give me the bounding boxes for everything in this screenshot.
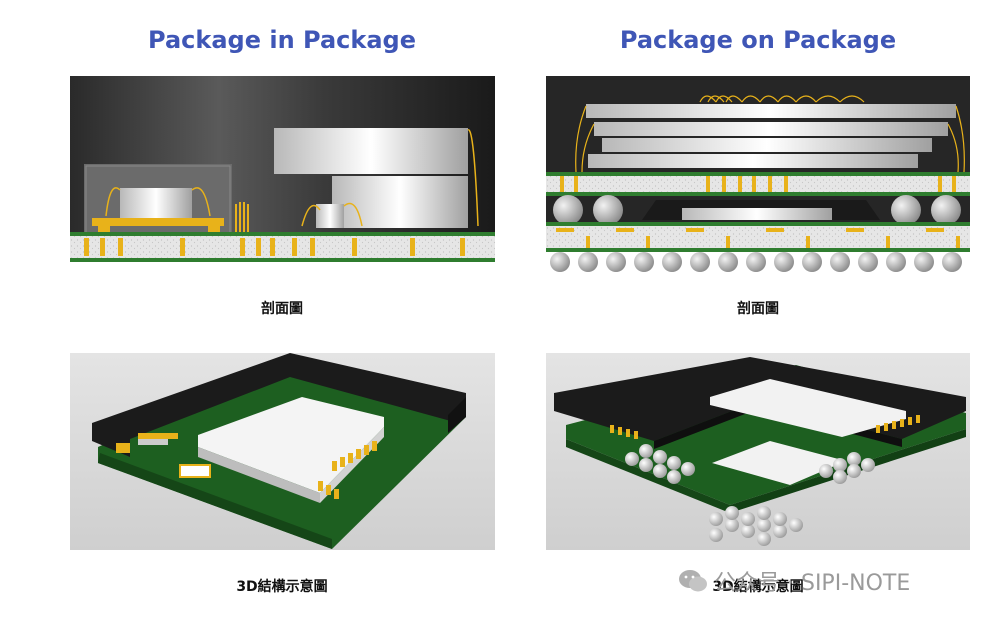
- caption-pip-cross-section: 剖面圖: [261, 301, 303, 317]
- pip-cross-section-image: [70, 76, 495, 262]
- caption-pop-3d: 3D結構示意圖: [712, 579, 804, 595]
- watermark: 公众号 · SIPI-NOTE: [678, 566, 910, 596]
- pop-cross-section-image: [546, 76, 970, 273]
- watermark-text: 公众号 · SIPI-NOTE: [714, 571, 911, 596]
- title-package-on-package: Package on Package: [619, 26, 897, 54]
- pip-3d-structure-image: [70, 353, 495, 550]
- title-package-in-package: Package in Package: [148, 26, 416, 54]
- caption-pop-cross-section: 剖面圖: [737, 301, 779, 317]
- pop-3d-structure-image: [546, 353, 970, 550]
- wechat-icon: [679, 570, 707, 592]
- caption-pip-3d: 3D結構示意圖: [236, 579, 328, 595]
